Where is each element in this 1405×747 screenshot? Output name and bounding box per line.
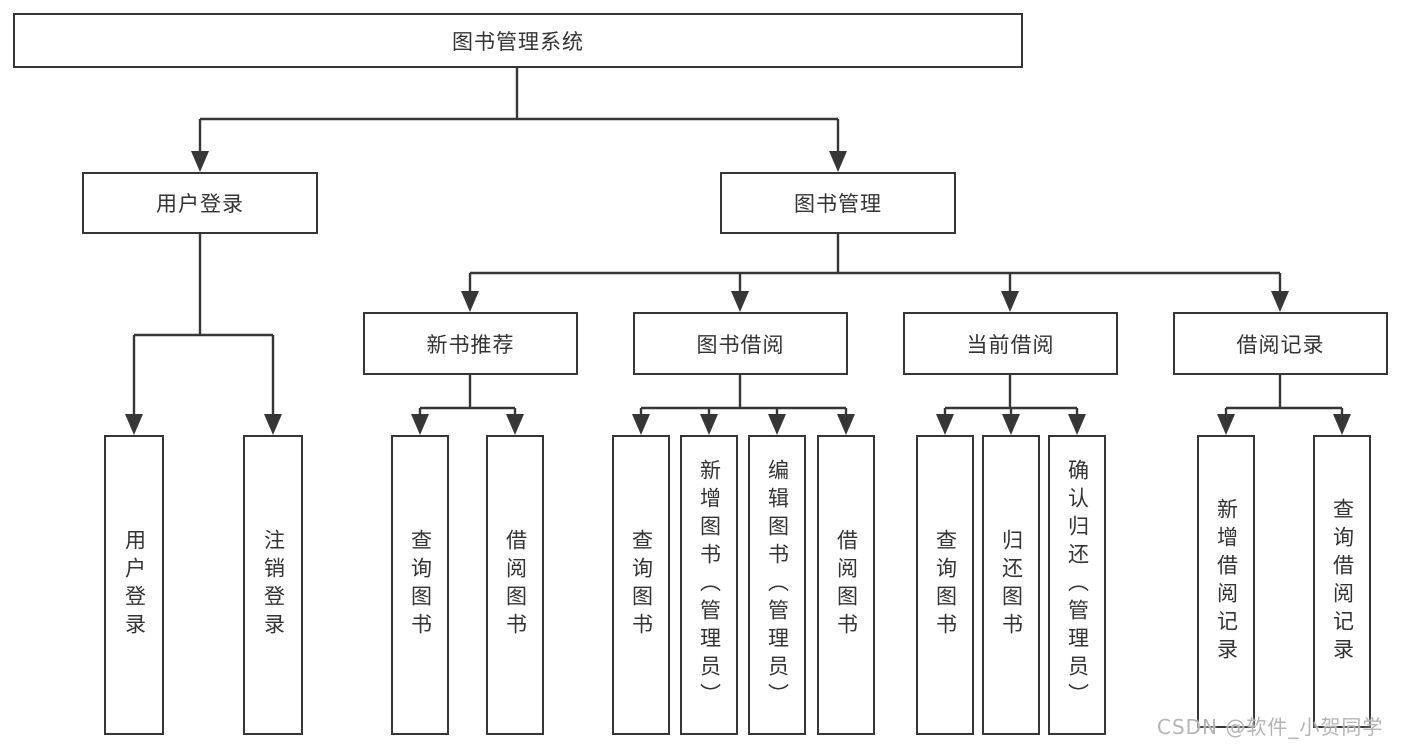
- node-new-book-recommendation: 新书推荐: [363, 312, 578, 375]
- node-label: 借阅图书: [503, 529, 528, 641]
- node-label: 借阅记录: [1236, 332, 1325, 357]
- node-label: 图书管理系统: [452, 29, 584, 54]
- leaf-borrow-books: 借阅图书: [817, 435, 875, 735]
- node-label: 用户登录: [122, 529, 147, 641]
- leaf-query-borrow-record: 查询借阅记录: [1313, 435, 1371, 728]
- leaf-confirm-return-admin: 确认归还（管理员）: [1048, 435, 1106, 735]
- node-label: 借阅图书: [834, 529, 859, 641]
- leaf-query-books-current: 查询图书: [916, 435, 974, 735]
- leaf-return-book: 归还图书: [982, 435, 1040, 735]
- leaf-add-book-admin: 新增图书（管理员）: [680, 435, 738, 735]
- node-label: 用户登录: [156, 192, 244, 216]
- arrowheads: [125, 151, 1351, 435]
- node-label: 查询图书: [933, 529, 958, 641]
- csdn-watermark: CSDN @软件_小贺同学: [1157, 715, 1384, 739]
- tree-edges: [132, 68, 1344, 416]
- node-label: 注销登录: [261, 529, 286, 641]
- node-label: 归还图书: [999, 529, 1024, 641]
- leaf-add-borrow-record: 新增借阅记录: [1197, 435, 1255, 728]
- leaf-query-books-recommend: 查询图书: [391, 435, 449, 735]
- node-current-borrowing: 当前借阅: [903, 312, 1118, 375]
- leaf-query-books-borrowing: 查询图书: [612, 435, 670, 735]
- node-label: 查询图书: [629, 529, 654, 641]
- leaf-edit-book-admin: 编辑图书（管理员）: [748, 435, 806, 735]
- leaf-borrow-books-recommend: 借阅图书: [486, 435, 544, 735]
- node-label: 图书借阅: [696, 332, 785, 357]
- leaf-logout: 注销登录: [243, 435, 303, 735]
- node-label: 当前借阅: [966, 332, 1055, 357]
- node-book-management: 图书管理: [720, 172, 956, 234]
- node-label: 新增图书（管理员）: [697, 459, 722, 711]
- node-borrowing-records: 借阅记录: [1173, 312, 1388, 375]
- leaf-user-login: 用户登录: [104, 435, 164, 735]
- node-label: 查询图书: [408, 529, 433, 641]
- node-label: 新书推荐: [426, 332, 515, 357]
- node-label: 编辑图书（管理员）: [765, 459, 790, 711]
- node-root: 图书管理系统: [13, 13, 1023, 68]
- node-book-borrowing: 图书借阅: [633, 312, 848, 375]
- node-label: 确认归还（管理员）: [1065, 459, 1090, 711]
- node-label: 图书管理: [794, 192, 882, 216]
- node-label: 新增借阅记录: [1214, 497, 1239, 666]
- node-label: 查询借阅记录: [1330, 497, 1355, 666]
- node-user-login: 用户登录: [82, 172, 318, 234]
